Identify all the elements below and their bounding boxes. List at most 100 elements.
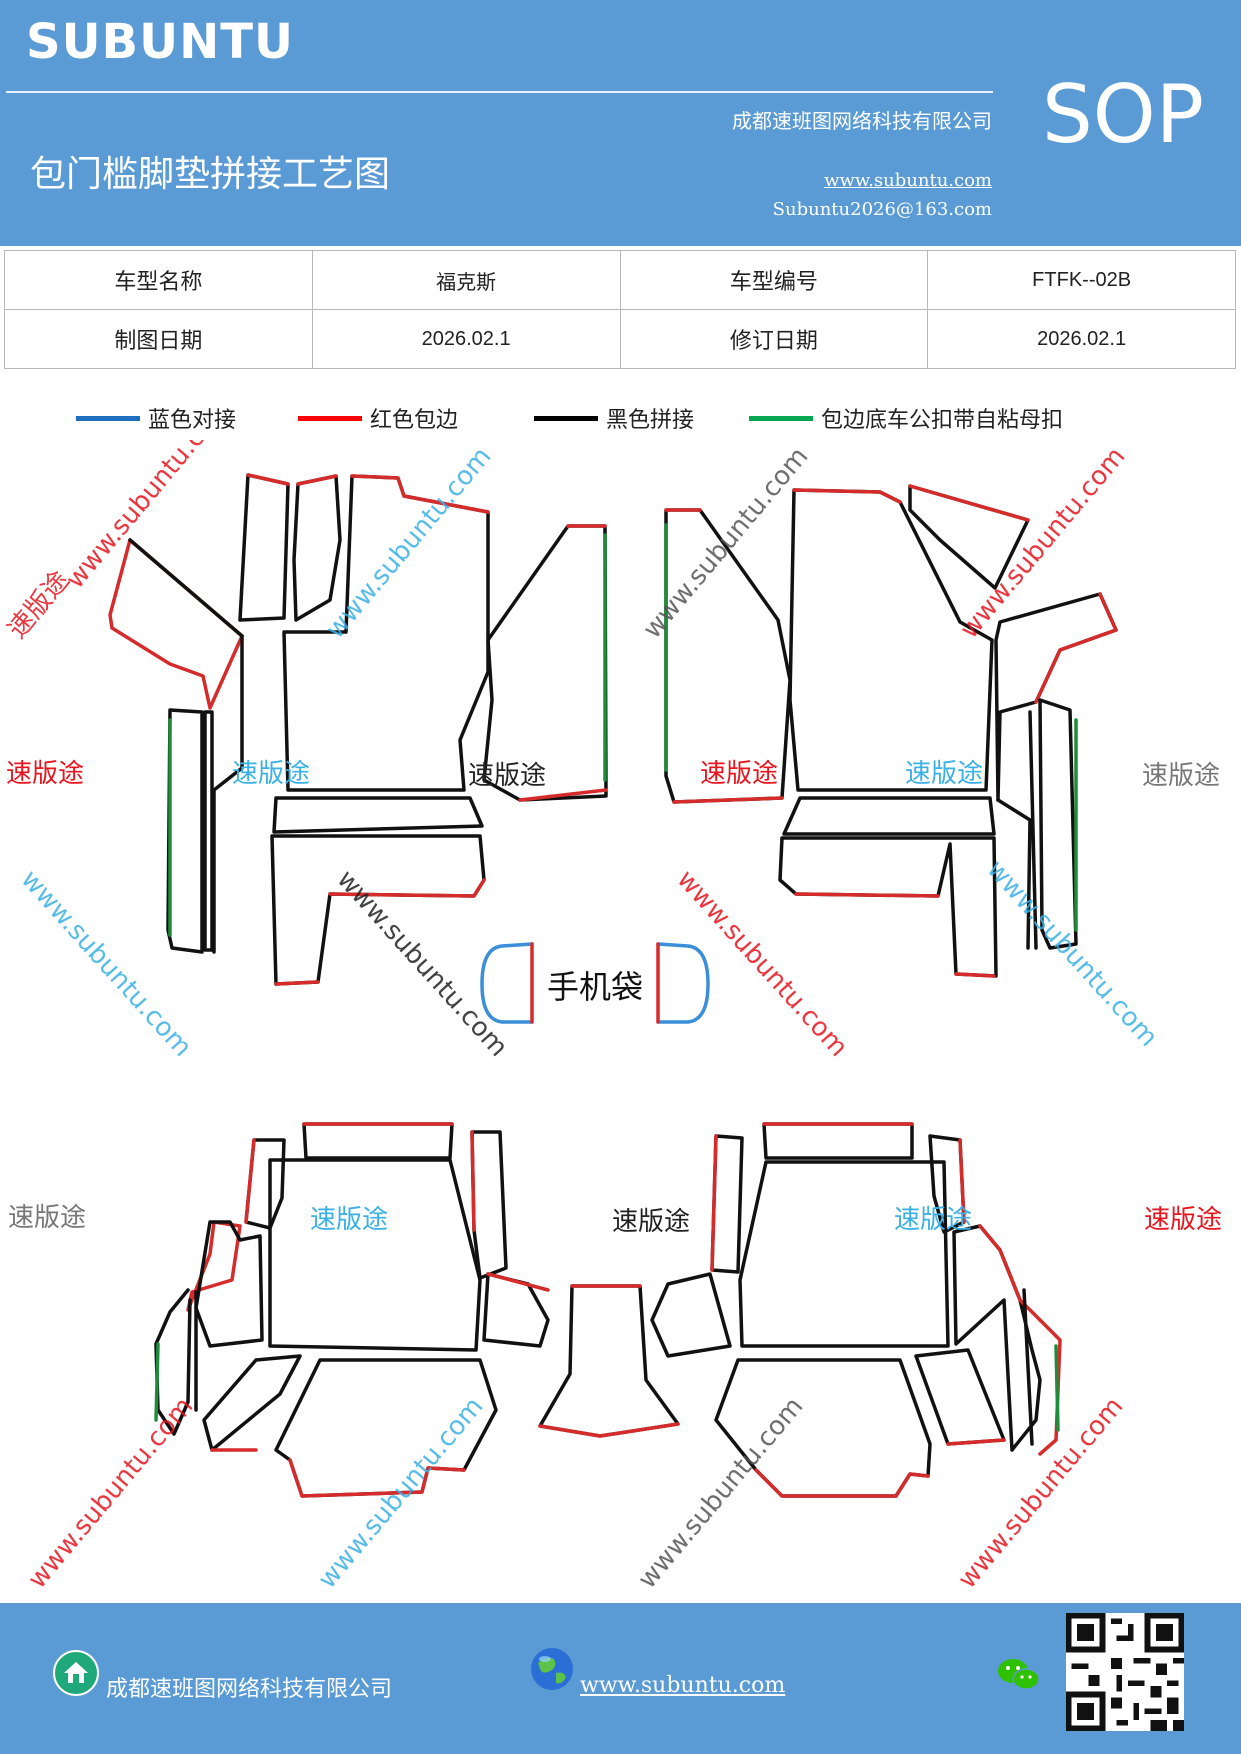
legend-label: 包边底车公扣带自粘母扣 [821, 408, 1064, 433]
phone-pocket-left [480, 942, 534, 1024]
mat-piece [186, 1220, 242, 1312]
mat-piece [272, 796, 484, 834]
mat-piece [482, 524, 608, 802]
watermark-url: www.subuntu.com [320, 442, 497, 645]
table-cell-label: 车型编号 [619, 250, 929, 310]
legend-label: 红色包边 [370, 408, 459, 433]
rear-right-mat [650, 1122, 1062, 1498]
mat-edge-red [296, 474, 338, 486]
home-icon [53, 1650, 99, 1696]
mat-edge-red [350, 474, 490, 514]
page-title: 包门槛脚垫拼接工艺图 [30, 154, 391, 195]
mat-seam [996, 798, 1032, 950]
mat-edge-red [486, 1272, 550, 1292]
mat-piece [788, 488, 994, 792]
table-row: 车型名称 福克斯 车型编号 FTFK--02B [4, 250, 1236, 310]
legend-swatch [749, 415, 813, 421]
mat-piece [238, 473, 290, 622]
mat-edge-red [908, 484, 1030, 522]
legend-swatch [76, 415, 140, 421]
mat-piece [166, 708, 204, 954]
mat-piece [194, 1220, 264, 1348]
legend-swatch [298, 415, 362, 421]
mat-edge-red [288, 1458, 466, 1498]
watermark-brand: 速版途 [1142, 761, 1220, 791]
mat-piece [108, 538, 244, 710]
mat-edge-red [792, 488, 902, 504]
front-right-mat [664, 484, 1118, 978]
mat-edge-red [710, 1134, 718, 1272]
mat-edge-green [1054, 1344, 1060, 1432]
mat-piece [302, 1122, 454, 1160]
legend-item-blue: 蓝色对接 [76, 402, 236, 434]
watermark-brand: 速版途 [894, 1205, 972, 1235]
mat-edge-red [794, 892, 996, 978]
header-website-link[interactable]: www.subuntu.com [824, 170, 992, 191]
wechat-icon[interactable] [996, 1655, 1042, 1695]
mat-edge-green [154, 1342, 160, 1422]
sop-badge: SOP [1042, 68, 1204, 161]
mat-piece [650, 1272, 732, 1358]
vehicle-info-table: 车型名称 福克斯 车型编号 FTFK--02B 制图日期 2026.02.1 修… [4, 250, 1236, 369]
rear-left-mat [154, 1122, 680, 1498]
watermark-brand: 速版途 [1144, 1205, 1222, 1235]
header-email[interactable]: Subuntu2026@163.com [772, 199, 992, 220]
mat-edge-red [538, 1284, 680, 1438]
globe-icon [531, 1648, 573, 1690]
footer-company-name: 成都速班图网络科技有限公司 [106, 1677, 393, 1702]
legend-item-green: 包边底车公扣带自粘母扣 [749, 402, 1063, 434]
qr-code-image [1066, 1613, 1184, 1731]
mat-edge-red [246, 473, 290, 486]
mat-piece [738, 1160, 950, 1348]
legend-label: 黑色拼接 [606, 408, 695, 433]
table-row: 制图日期 2026.02.1 修订日期 2026.02.1 [4, 309, 1236, 369]
brand-logo-text: SUBUNTU [26, 14, 294, 70]
watermark-layer: 速版途 速版途 速版途 速版途 速版途 速版途 速版途 速版途 速版途 速版途 … [6, 759, 1222, 1237]
mat-seam [1022, 1288, 1034, 1446]
footer-website-link[interactable]: www.subuntu.com [580, 1673, 786, 1698]
mat-edge-red [274, 878, 486, 986]
watermark-url: www.subuntu.com [981, 855, 1164, 1053]
watermark-brand: 速版途 [310, 1205, 388, 1235]
mat-piece [1038, 698, 1078, 950]
mat-piece [928, 1134, 966, 1234]
watermark-brand: 速版途 [468, 761, 546, 791]
mat-edge-red [946, 1438, 1006, 1446]
watermark-brand: 速版途 [612, 1207, 690, 1237]
table-cell-value: 2026.02.1 [927, 309, 1236, 369]
phone-pocket-group [480, 942, 710, 1024]
legend-swatch [534, 415, 598, 421]
legend-item-black: 黑色拼接 [534, 402, 694, 434]
header-company-name: 成都速班图网络科技有限公司 [732, 109, 992, 133]
legend-label: 蓝色对接 [148, 408, 237, 433]
mat-edge-red [978, 1224, 1062, 1456]
floor-mat-diagram: 手机袋 速版途 速版途 速版途 速版途 速版途 速版途 速版途 速版途 速版途 … [2, 440, 1222, 1594]
footer-banner: 成都速班图网络科技有限公司 www.subuntu.com [0, 1603, 1241, 1754]
watermark-brand: 速版途 [8, 1203, 86, 1233]
mat-piece [762, 1122, 914, 1160]
watermark-url: www.subuntu.com [60, 440, 237, 594]
watermark-url: www.subuntu.com [637, 442, 814, 645]
table-cell-label: 车型名称 [4, 250, 313, 310]
mat-piece [202, 1354, 302, 1452]
watermark-brand: 速版途 [905, 759, 983, 789]
table-cell-value: 2026.02.1 [311, 309, 621, 369]
table-cell-value: 福克斯 [311, 250, 621, 310]
watermark-brand: 速版途 [6, 759, 84, 789]
diagonal-watermarks: 速版途 www.subuntu.com www.subuntu.com www.… [2, 440, 1163, 1594]
mat-piece [914, 1348, 1006, 1446]
mat-piece [282, 474, 490, 792]
phone-pocket-label: 手机袋 [547, 968, 643, 1006]
mat-edge-red [958, 1138, 966, 1224]
mat-seam [1028, 710, 1038, 950]
watermark-url: www.subuntu.com [954, 442, 1131, 645]
table-cell-label: 修订日期 [619, 309, 929, 369]
mat-piece [268, 1158, 482, 1352]
mat-piece [778, 836, 998, 978]
header-divider [6, 91, 993, 93]
mat-seam [128, 538, 244, 638]
mat-edge-red [518, 524, 608, 802]
watermark-url: www.subuntu.com [632, 1392, 809, 1595]
legend-item-red: 红色包边 [298, 402, 458, 434]
mat-piece [203, 710, 214, 952]
